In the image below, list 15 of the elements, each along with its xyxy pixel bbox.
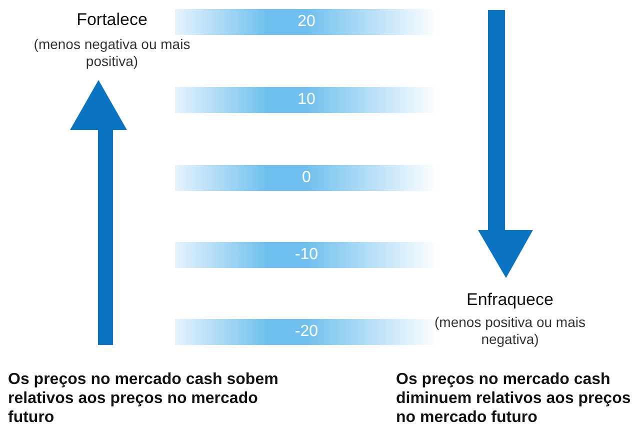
scale-value: -10 [294,246,318,264]
heading-label: Fortalece [76,10,148,30]
scale-value: 20 [298,13,316,31]
heading-label: Enfraquece [466,290,554,310]
scale-value: 10 [298,91,316,109]
scale-value: -20 [294,323,318,341]
note-text: (menos negativa ou mais positiva) [32,36,192,70]
description-text: Os preços no mercado cash sobem relativos aos preços no mercado futuro [8,370,280,428]
scale-value: 0 [302,169,311,187]
description-text: Os preços no mercado cash diminuem relativos aos preços no mercado futuro [396,370,632,428]
note-text: (menos positiva ou mais negativa) [434,314,586,348]
scale-band [175,165,438,191]
scale-band [175,242,438,268]
scale-band [175,9,438,35]
scale-band [175,87,438,113]
